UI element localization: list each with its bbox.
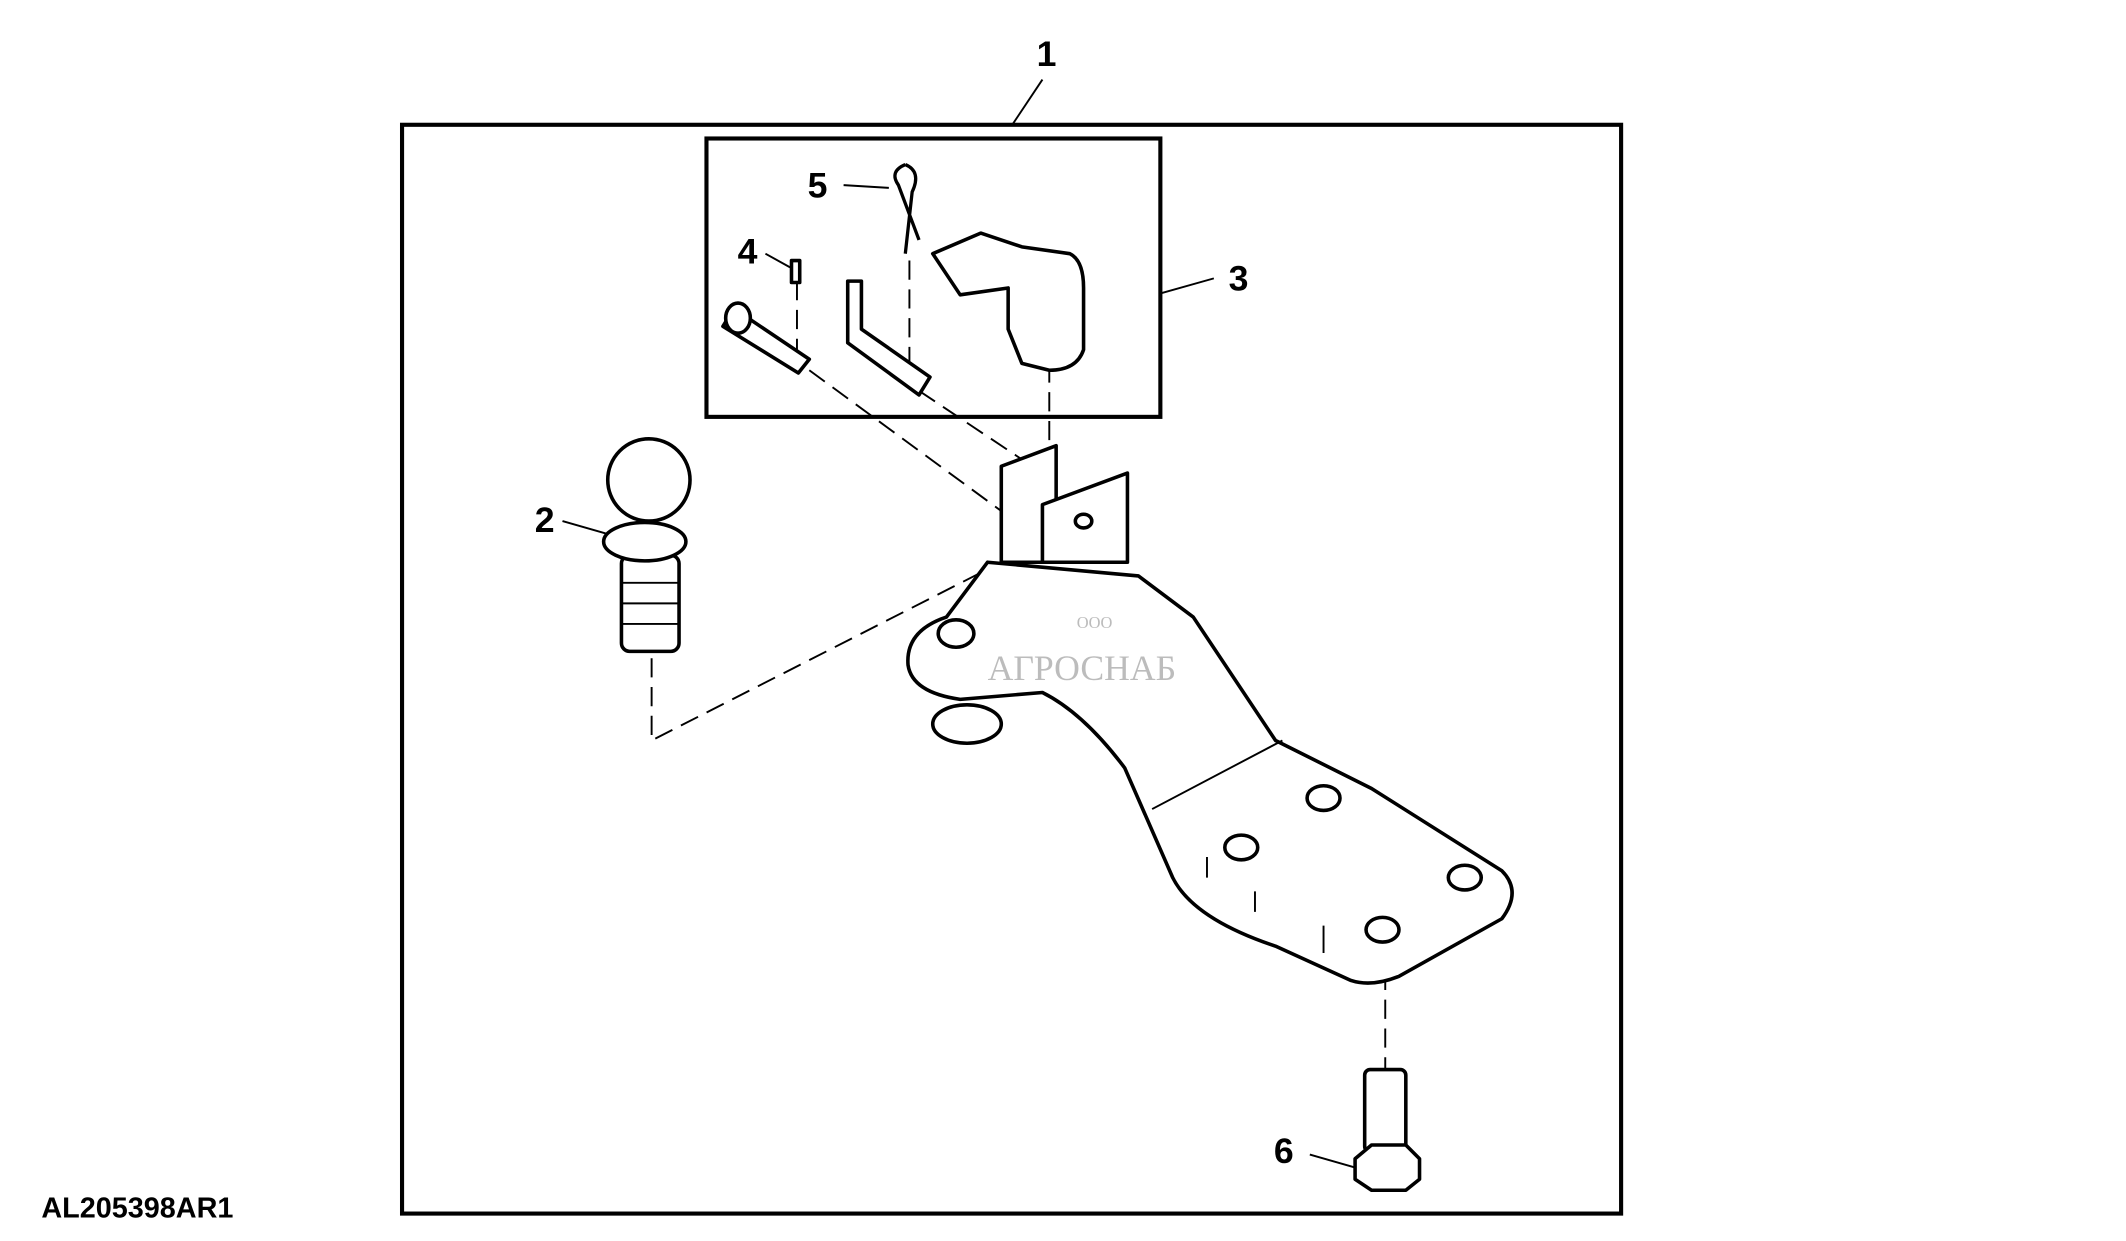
clevis-pin-part <box>721 258 812 375</box>
leader-line-2 <box>562 520 611 536</box>
figure-code: AL205398AR1 <box>41 1193 233 1225</box>
leader-line-5 <box>843 184 889 189</box>
subkit-outline-box <box>704 136 1163 419</box>
leader-line-4 <box>764 252 791 269</box>
watermark-name: АГРОСНАБ <box>988 648 1177 688</box>
callout-4: 4 <box>738 231 758 271</box>
watermark-logo: ООО АГРОСНАБ <box>988 613 1177 688</box>
hitch-ball-part <box>601 437 692 654</box>
bolt-part <box>1353 1067 1422 1193</box>
spring-clip-part <box>893 163 921 254</box>
leader-line-6 <box>1309 1153 1359 1170</box>
kit-outline-box <box>399 122 1624 1216</box>
watermark-prefix: ООО <box>1077 613 1113 632</box>
callout-6: 6 <box>1274 1131 1294 1171</box>
leader-line-3 <box>1160 277 1215 295</box>
drawbar-part <box>906 443 1514 985</box>
bracket-part <box>930 231 1086 373</box>
l-pin-part <box>845 279 932 397</box>
callout-2: 2 <box>535 500 555 540</box>
assembly-line <box>808 369 1016 522</box>
callout-3: 3 <box>1229 259 1249 299</box>
leader-line-1 <box>1011 79 1044 126</box>
callout-5: 5 <box>808 165 828 205</box>
callout-1: 1 <box>1037 34 1057 74</box>
